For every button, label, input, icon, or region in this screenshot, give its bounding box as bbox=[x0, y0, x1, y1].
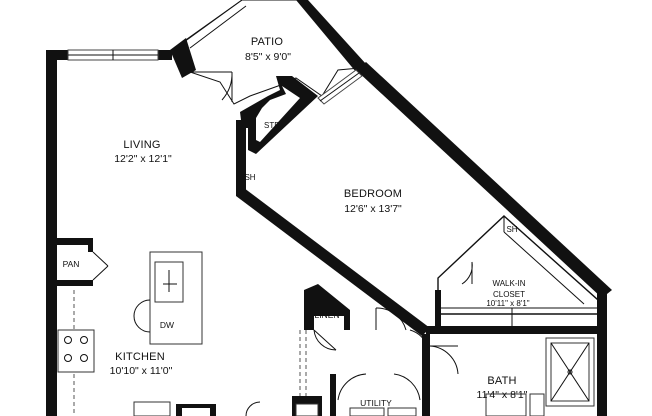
bedroom-name: BEDROOM bbox=[344, 188, 402, 200]
linen-closet bbox=[304, 284, 350, 351]
closet-name-line1: WALK-IN bbox=[492, 279, 525, 288]
utility-room bbox=[292, 330, 421, 416]
bath-dims: 11'4" x 8'1" bbox=[477, 389, 528, 401]
kitchen-name: KITCHEN bbox=[115, 351, 165, 363]
linen-label: LINEN bbox=[314, 310, 339, 320]
closet-dims: 10'11" x 8'1" bbox=[486, 299, 529, 308]
bath-area bbox=[422, 326, 607, 416]
patio-door bbox=[192, 71, 233, 102]
kitchen-bottom-fixtures bbox=[133, 401, 261, 416]
pantry bbox=[57, 238, 109, 286]
bedroom-dims: 12'6" x 13'7" bbox=[344, 203, 402, 215]
dishwasher-label: DW bbox=[160, 320, 174, 330]
bedroom-door bbox=[375, 307, 429, 349]
shelf-label-living: SH bbox=[244, 173, 255, 182]
bath-name: BATH bbox=[487, 375, 516, 387]
living-dims: 12'2" x 12'1" bbox=[114, 153, 172, 165]
kitchen-island bbox=[133, 251, 203, 345]
utility-label: UTILITY bbox=[360, 398, 392, 408]
living-name: LIVING bbox=[123, 139, 160, 151]
living-window bbox=[67, 49, 159, 61]
kitchen-dims: 10'10" x 11'0" bbox=[110, 365, 173, 377]
pantry-label: PAN bbox=[63, 259, 80, 269]
walk-in-closet bbox=[435, 215, 599, 330]
closet-name-line2: CLOSET bbox=[493, 290, 525, 299]
patio-window bbox=[317, 69, 363, 105]
kitchen-counter bbox=[57, 290, 95, 416]
patio-dims: 8'5" x 9'0" bbox=[245, 51, 291, 63]
patio-area bbox=[170, 0, 366, 105]
shelf-label-closet: SH bbox=[506, 225, 517, 234]
storage-label: STR bbox=[264, 121, 280, 130]
patio-name: PATIO bbox=[251, 36, 284, 48]
